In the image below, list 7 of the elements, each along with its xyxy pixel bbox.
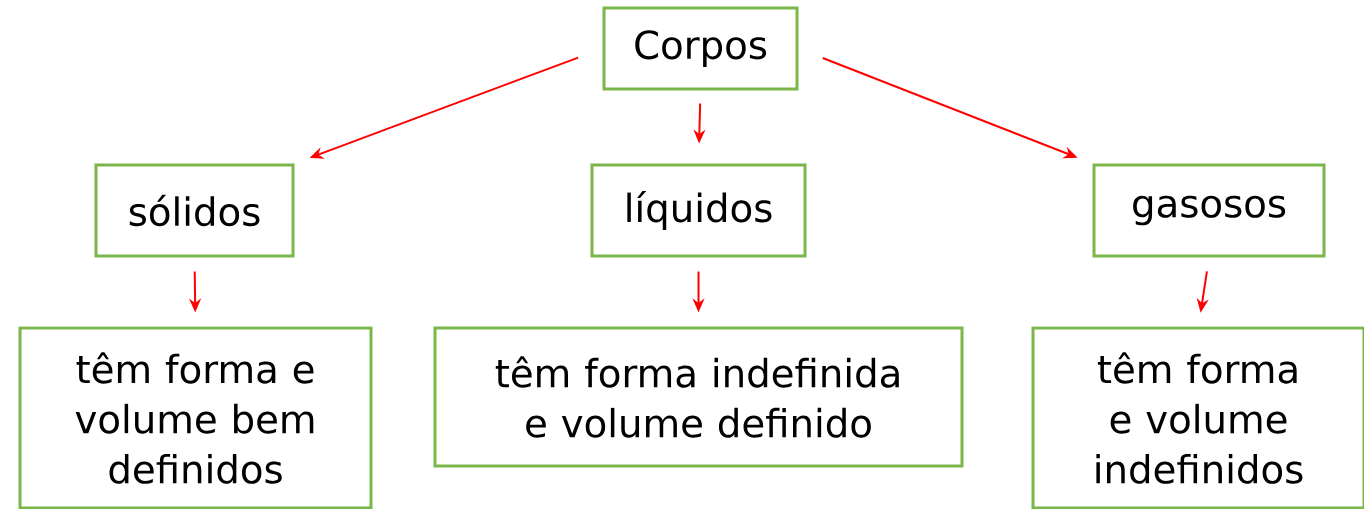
category-box: líquidos (590, 163, 807, 258)
description-box: têm forma indefinida e volume definido (433, 326, 964, 468)
category-box: gasosos (1092, 163, 1326, 258)
category-box: sólidos (94, 163, 295, 258)
category-box: Corpos (602, 6, 799, 91)
description-box: têm forma e volume indefinidos (1031, 326, 1364, 509)
description-box: têm forma e volume bem definidos (18, 326, 373, 509)
